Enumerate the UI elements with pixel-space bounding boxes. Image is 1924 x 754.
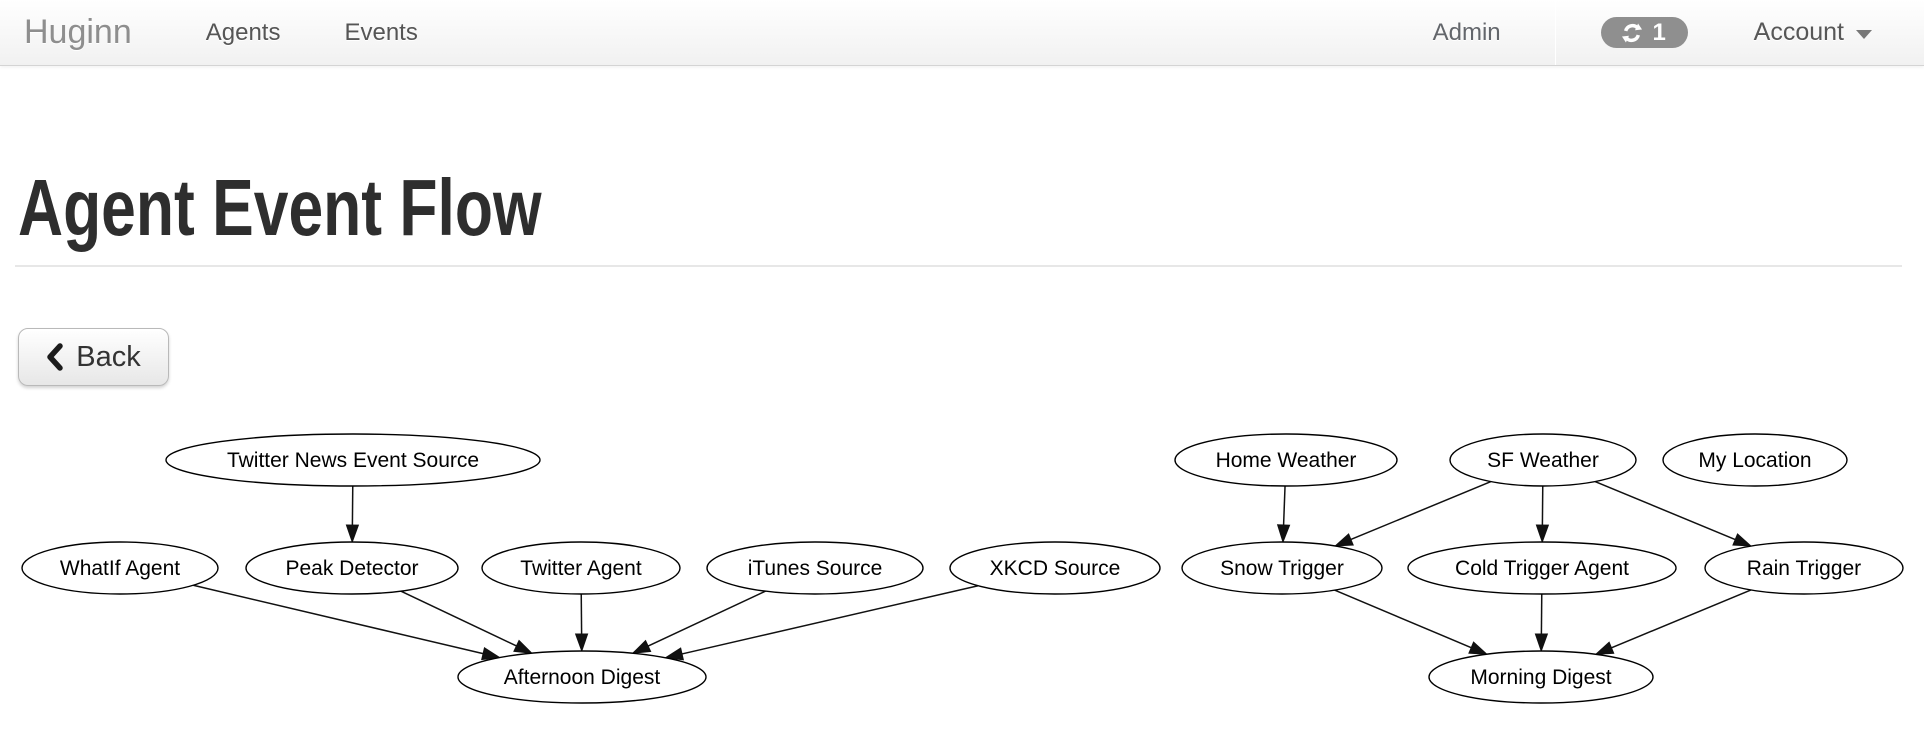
edge-arrowhead [1594, 641, 1615, 655]
node-ellipse [1428, 650, 1654, 704]
node-label: Twitter Agent [520, 557, 642, 580]
edge-arrowhead [345, 524, 360, 544]
node-ellipse [481, 541, 681, 595]
graph-edge-itunes-afternoon [631, 590, 766, 654]
account-label: Account [1753, 18, 1844, 46]
node-label: Peak Detector [285, 557, 418, 580]
node-label: SF Weather [1487, 449, 1599, 472]
graph-node-home_weather[interactable]: Home Weather [1174, 433, 1398, 487]
edge-arrowhead [631, 639, 652, 654]
graph-edge-peak-afternoon [400, 590, 534, 654]
account-menu[interactable]: Account [1754, 18, 1872, 47]
edge-arrowhead [1468, 641, 1489, 655]
node-ellipse [245, 541, 459, 595]
graph-edge-xkcd-afternoon [663, 584, 979, 661]
back-button-label: Back [76, 340, 141, 373]
edge-arrowhead [481, 647, 502, 661]
edge-line [1334, 589, 1472, 649]
node-label: My Location [1698, 449, 1811, 472]
navbar: Huginn Agents Events Admin 1 Account [0, 0, 1924, 66]
graph-node-sf_weather[interactable]: SF Weather [1449, 433, 1637, 487]
edge-line [1282, 485, 1286, 526]
node-label: Cold Trigger Agent [1455, 557, 1629, 580]
edge-arrowhead [1333, 533, 1354, 547]
edge-arrowhead [1276, 524, 1291, 544]
node-ellipse [706, 541, 924, 595]
main-nav: Agents Events [206, 19, 482, 47]
graph-node-my_location[interactable]: My Location [1662, 433, 1848, 487]
title-divider [15, 265, 1902, 267]
node-ellipse [165, 433, 541, 487]
graph-node-itunes[interactable]: iTunes Source [706, 541, 924, 595]
graph-edge-twitter_agent-afternoon [574, 593, 589, 653]
job-count-badge[interactable]: 1 [1600, 17, 1688, 48]
edge-arrowhead [1732, 533, 1753, 547]
node-ellipse [21, 541, 219, 595]
node-ellipse [949, 541, 1161, 595]
nav-item-admin[interactable]: Admin [1432, 18, 1501, 46]
graph-edge-sf_weather-snow [1333, 480, 1492, 547]
graph-node-morning[interactable]: Morning Digest [1428, 650, 1654, 704]
edge-line [1350, 480, 1492, 541]
graph-node-peak[interactable]: Peak Detector [245, 541, 459, 595]
graph-node-twitter_agent[interactable]: Twitter Agent [481, 541, 681, 595]
graph-node-xkcd[interactable]: XKCD Source [949, 541, 1161, 595]
graph-node-snow[interactable]: Snow Trigger [1181, 541, 1383, 595]
back-button[interactable]: Back [18, 328, 169, 386]
graph-edge-rain-morning [1594, 589, 1752, 655]
graph-node-cold[interactable]: Cold Trigger Agent [1407, 541, 1677, 595]
node-ellipse [457, 650, 707, 704]
node-label: Snow Trigger [1220, 557, 1344, 580]
brand-link[interactable]: Huginn [24, 13, 132, 51]
node-label: Morning Digest [1470, 666, 1611, 689]
graph-edge-sf_weather-cold [1535, 485, 1550, 544]
edge-arrowhead [574, 633, 589, 653]
page-title: Agent Event Flow [18, 163, 542, 252]
navbar-right: Admin 1 Account [1433, 0, 1924, 65]
refresh-icon [1622, 23, 1643, 42]
node-label: Afternoon Digest [504, 666, 661, 689]
chevron-left-icon [47, 343, 63, 371]
graph-edge-snow-morning [1334, 589, 1489, 655]
node-ellipse [1704, 541, 1904, 595]
node-label: WhatIf Agent [60, 557, 180, 580]
node-ellipse [1174, 433, 1398, 487]
chevron-down-icon [1856, 30, 1872, 39]
graph-node-afternoon[interactable]: Afternoon Digest [457, 650, 707, 704]
node-label: Home Weather [1216, 449, 1357, 472]
graph-edge-twitter_news-peak [345, 485, 360, 544]
edge-line [1611, 589, 1752, 649]
node-ellipse [1181, 541, 1383, 595]
edge-line [193, 584, 484, 655]
node-ellipse [1662, 433, 1848, 487]
edge-arrowhead [513, 639, 534, 654]
node-label: XKCD Source [990, 557, 1121, 580]
graph-edge-sf_weather-rain [1594, 480, 1753, 547]
edge-arrowhead [1534, 633, 1549, 653]
graph-node-whatif[interactable]: WhatIf Agent [21, 541, 219, 595]
node-ellipse [1449, 433, 1637, 487]
graph-node-twitter_news[interactable]: Twitter News Event Source [165, 433, 541, 487]
job-count: 1 [1652, 18, 1666, 46]
edge-line [1594, 480, 1736, 541]
graph-edge-whatif-afternoon [193, 584, 502, 661]
nav-item-events[interactable]: Events [344, 18, 418, 46]
graph-node-rain[interactable]: Rain Trigger [1704, 541, 1904, 595]
edge-arrowhead [663, 647, 685, 661]
node-label: Twitter News Event Source [227, 449, 479, 472]
node-label: iTunes Source [748, 557, 883, 580]
agent-event-flow-graph: Twitter News Event Source Home Weather SF … [21, 433, 1904, 704]
graph-edge-cold-morning [1534, 593, 1549, 653]
node-label: Rain Trigger [1747, 557, 1861, 580]
edge-line [647, 590, 766, 647]
graph-edge-home_weather-snow [1276, 485, 1291, 544]
edge-line [400, 590, 517, 647]
edge-arrowhead [1535, 524, 1550, 544]
edge-line [681, 584, 979, 655]
node-ellipse [1407, 541, 1677, 595]
navbar-divider [1554, 0, 1556, 65]
nav-item-agents[interactable]: Agents [205, 18, 281, 46]
